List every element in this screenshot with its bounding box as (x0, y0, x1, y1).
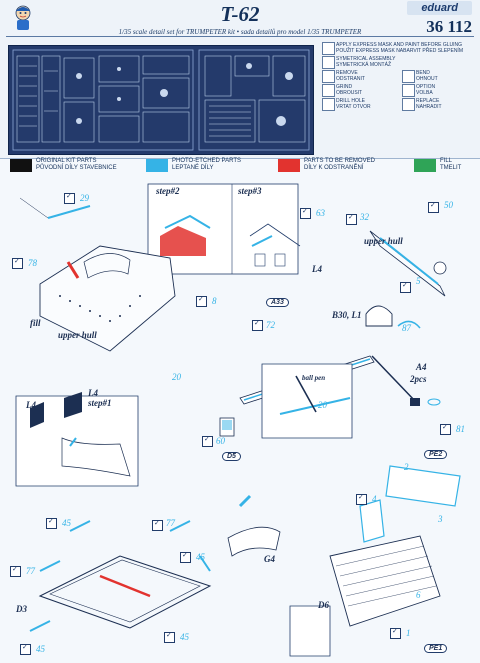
part-number: 63 (316, 208, 325, 218)
color-key-text: FILL TMELIT (440, 158, 462, 171)
part-number: 78 (28, 258, 37, 268)
brand-logo: eduard (407, 1, 472, 15)
part-number: 6 (416, 590, 421, 600)
part-tag-pe1: PE1 (424, 644, 448, 653)
mask-paint-icon (322, 42, 335, 55)
photo-etch-fret (8, 45, 314, 155)
legend-text: REMOVE ODSTRANIT (336, 70, 365, 82)
legend-text: APPLY EXPRESS MASK AND PAINT BEFORE GLUI… (336, 42, 463, 54)
check-box (46, 517, 57, 529)
catalog-number: 36 112 (426, 17, 472, 36)
callout-l4: L4 (312, 264, 322, 274)
part-number: 81 (456, 424, 465, 434)
part-number: 1 (406, 628, 411, 638)
check-box (64, 192, 75, 204)
bend-icon (402, 70, 415, 83)
part-number: 45 (180, 632, 189, 642)
subtitle: 1/35 scale detail set for TRUMPETER kit … (118, 28, 362, 36)
check-box (440, 423, 451, 435)
part-number: 20 (172, 372, 181, 382)
option-icon (402, 84, 415, 97)
part-tag-a33: A33 (266, 298, 289, 307)
color-key-text: ORIGINAL KIT PARTS PŮVODNÍ DÍLY STAVEBNI… (36, 158, 117, 171)
color-swatch-black (10, 159, 32, 172)
part-number: 4 (372, 494, 377, 504)
part-number: 72 (266, 320, 275, 330)
legend-text: GRIND OBROUSIT (336, 84, 363, 96)
assembly-diagram (15, 183, 461, 657)
part-number: 2 (404, 462, 409, 472)
callout-step1: step#1 (88, 398, 112, 408)
part-number: 77 (26, 566, 35, 576)
check-box (356, 493, 367, 505)
color-swatch-blue (146, 159, 168, 172)
part-number: 87 (402, 323, 411, 333)
header: T-62 eduard 36 112 1/35 scale detail set… (0, 0, 480, 159)
part-number: 50 (444, 200, 453, 210)
check-box (180, 551, 191, 563)
legend-text: REPLACE NAHRADIT (416, 98, 442, 110)
callout-l4: L4 (88, 388, 98, 398)
callout-upper-hull: upper hull (364, 236, 403, 246)
check-box (346, 213, 357, 225)
callout-step2: step#2 (156, 186, 180, 196)
check-box (390, 627, 401, 639)
part-number: 20 (318, 400, 327, 410)
color-swatch-red (278, 159, 300, 172)
callout-b30-l1: B30, L1 (332, 310, 362, 320)
page-title: T-62 (220, 2, 260, 26)
part-tag-pe2: PE2 (424, 450, 448, 459)
part-number: 45 (196, 552, 205, 562)
part-number: 5 (416, 276, 421, 286)
check-box (300, 207, 311, 219)
legend-text: BEND OHNOUT (416, 70, 438, 82)
check-box (252, 319, 263, 331)
legend-text: OPTION VOLBA (416, 84, 436, 96)
mascot-logo-icon (15, 5, 31, 30)
callout-g4: G4 (264, 554, 275, 564)
part-number: 8 (212, 296, 217, 306)
part-number: 77 (166, 518, 175, 528)
check-box (196, 295, 207, 307)
callout-a4-pcs: 2pcs (410, 374, 427, 384)
check-box (12, 257, 23, 269)
part-number: 32 (360, 212, 369, 222)
check-box (164, 631, 175, 643)
symmetric-icon (322, 56, 335, 69)
callout-step3: step#3 (238, 186, 262, 196)
check-box (400, 281, 411, 293)
header-divider (6, 36, 474, 37)
part-number: 60 (216, 436, 225, 446)
color-key-text: PHOTO-ETCHED PARTS LEPTANÉ DÍLY (172, 158, 242, 171)
callout-fill: fill (30, 318, 41, 328)
replace-icon (402, 98, 415, 111)
part-number: 3 (438, 514, 443, 524)
remove-icon (322, 70, 335, 83)
legend-text: DRILL HOLE VRTAT OTVOR (336, 98, 371, 110)
color-key-text: PARTS TO BE REMOVED DÍLY K ODSTRANĚNÍ (304, 158, 375, 171)
grind-icon (322, 84, 335, 97)
check-box (152, 519, 163, 531)
color-swatch-green (414, 159, 436, 172)
drill-icon (322, 98, 335, 111)
check-box (202, 435, 213, 447)
check-box (20, 643, 31, 655)
part-tag-d5: D5 (222, 452, 241, 461)
callout-a4: A4 (416, 362, 427, 372)
callout-l4: L4 (26, 400, 36, 410)
legend-text: SYMETRICAL ASSEMBLY SYMETRICKÁ MONTÁŽ (336, 56, 396, 68)
callout-d3: D3 (16, 604, 27, 614)
part-number: 29 (80, 193, 89, 203)
check-box (10, 565, 21, 577)
callout-ball-pen: ball pen (302, 374, 326, 382)
part-number: 45 (62, 518, 71, 528)
callout-upper-hull: upper hull (58, 330, 97, 340)
part-number: 45 (36, 644, 45, 654)
callout-d6: D6 (318, 600, 329, 610)
check-box (428, 201, 439, 213)
